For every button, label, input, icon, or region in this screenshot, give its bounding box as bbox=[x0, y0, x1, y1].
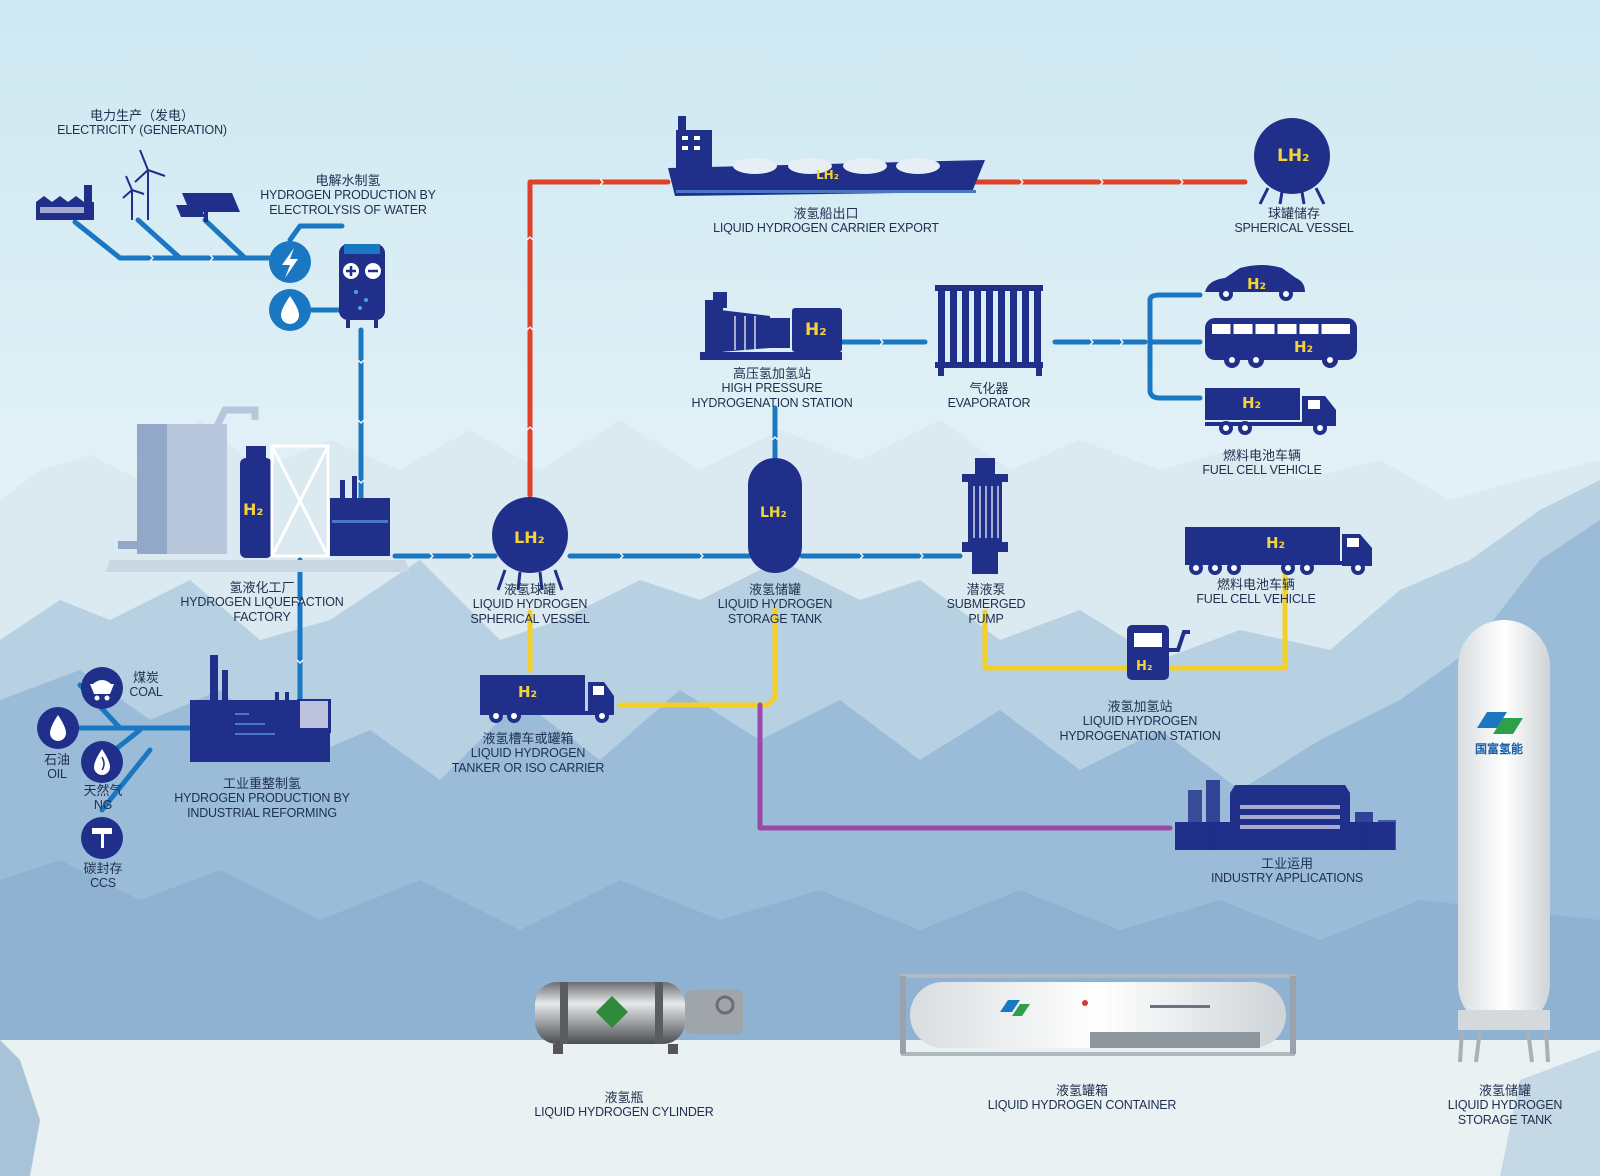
liquefaction-factory-icon bbox=[105, 406, 410, 572]
coal-cart-icon bbox=[81, 667, 123, 709]
pipe-electricity bbox=[72, 217, 273, 261]
trailer-h2: H₂ bbox=[1266, 534, 1286, 552]
tanker-h2: H₂ bbox=[518, 683, 538, 701]
gas-drop-icon bbox=[81, 741, 123, 783]
dispenser-icon bbox=[1127, 625, 1190, 680]
tank-brand: 国富氢能 bbox=[1475, 742, 1524, 756]
electrolyzer-icon bbox=[339, 244, 385, 328]
pipe-industry bbox=[757, 702, 1173, 831]
pipe-reforming bbox=[57, 682, 193, 813]
truck-top-icon bbox=[1205, 388, 1336, 435]
spherical-vessel-mid-icon bbox=[492, 497, 568, 591]
ground-plain bbox=[0, 1040, 1600, 1176]
factory-h2: H₂ bbox=[243, 500, 264, 519]
ship-lh2: LH₂ bbox=[816, 168, 839, 182]
pipe-tanker-to-tank bbox=[617, 607, 778, 708]
snow-hill-left bbox=[0, 1040, 40, 1176]
sphere-mid-lh2: LH₂ bbox=[514, 528, 545, 547]
compressor-h2: H₂ bbox=[805, 320, 827, 340]
car-h2: H₂ bbox=[1247, 275, 1267, 293]
oil-drop-icon bbox=[37, 707, 79, 749]
spherical-vessel-top-icon bbox=[1254, 118, 1330, 205]
lh2-cylinder-image bbox=[535, 982, 743, 1054]
submerged-pump-icon bbox=[962, 458, 1008, 574]
compressor-icon bbox=[700, 292, 842, 360]
storage-tank-mid-icon bbox=[748, 458, 802, 573]
pipe-export bbox=[527, 179, 1248, 498]
power-plant-icon bbox=[36, 185, 94, 220]
big-storage-tank-image bbox=[1458, 620, 1550, 1063]
ccs-icon bbox=[81, 817, 123, 859]
industry-plant-icon bbox=[1175, 780, 1396, 850]
solar-panel-icon bbox=[176, 193, 240, 222]
lightning-icon bbox=[269, 241, 311, 283]
bus-icon bbox=[1205, 318, 1357, 368]
dispenser-h2: H₂ bbox=[1136, 659, 1153, 674]
flow-chevrons bbox=[149, 178, 1184, 664]
trailer-truck-icon bbox=[1185, 527, 1372, 575]
tank-mid-lh2: LH₂ bbox=[760, 505, 787, 521]
snow-hill-right bbox=[1500, 1050, 1600, 1176]
reforming-plant-icon bbox=[190, 655, 331, 762]
water-drop-icon bbox=[269, 289, 311, 331]
car-icon bbox=[1205, 265, 1305, 301]
truck-top-h2: H₂ bbox=[1242, 394, 1262, 412]
tanker-truck-icon bbox=[480, 675, 614, 723]
sphere-top-lh2: LH₂ bbox=[1277, 146, 1310, 166]
pipe-evap-to-vehicles bbox=[1052, 292, 1203, 401]
lh2-container-image bbox=[900, 974, 1296, 1056]
wind-turbine-icon bbox=[122, 149, 166, 220]
carrier-ship-icon bbox=[668, 116, 985, 196]
bus-h2: H₂ bbox=[1294, 338, 1314, 356]
label-electricity: 电力生产（发电）ELECTRICITY (GENERATION) bbox=[57, 108, 227, 137]
pipe-network bbox=[57, 179, 1288, 831]
evaporator-icon bbox=[935, 285, 1043, 376]
